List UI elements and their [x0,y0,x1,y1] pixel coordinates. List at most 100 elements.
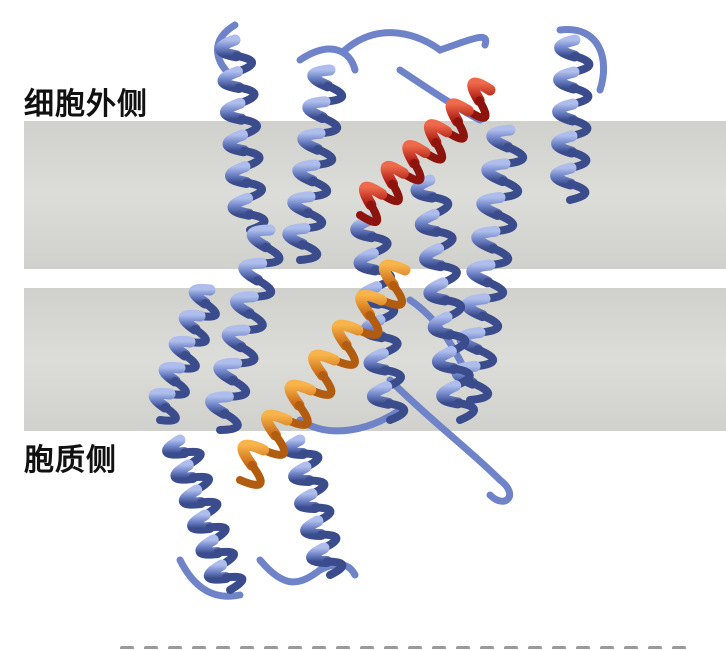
red-helix-turn [359,181,388,211]
helix-9-turn [288,461,315,486]
helix-3-turn [550,162,577,190]
helix-4-turn [461,293,491,322]
helix-6-turn [221,324,251,353]
orange-helix-turn [330,341,359,369]
orange-helix-turn [261,409,293,441]
loop-segment [386,376,514,505]
orange-helix-turn [283,401,312,429]
red-helix-turn [402,140,431,169]
helix-7-turn [188,283,216,309]
red-helix-turn [424,119,453,148]
helix-4-turn [471,225,501,254]
helix-6-turn [216,409,242,434]
orange-helix [236,259,411,489]
red-helix-turn [467,77,496,106]
helix-2-turn [296,240,322,264]
helix-8-turn [203,559,232,584]
helix-3-turn [552,98,579,126]
helix-9-turn [306,542,333,567]
helix-9-turn [323,557,347,579]
helix-2 [282,64,347,264]
helix-3-turn [553,66,580,94]
cytoplasmic-label: 胞质侧 [24,443,117,478]
helix-7 [148,283,220,425]
helix-8-turn [178,484,207,509]
helix-1-turn [214,34,242,62]
helix-9-turn [294,488,321,513]
helix-8 [162,434,247,594]
helix-4-turn [476,192,506,220]
red-helix-turn [445,98,474,127]
helix-7-turn [156,403,180,425]
orange-helix-turn [353,311,383,339]
helix-2-turn [307,64,336,92]
helix-7-turn [178,309,206,335]
helix-8-turn [170,459,198,484]
helix-10-turn [366,381,394,409]
orange-helix-turn [378,259,411,291]
cropped-caption-fragment [120,637,710,649]
helix-5-turn [431,345,460,375]
helix-8-turn [195,534,223,559]
helix-10-turn [353,247,381,276]
orange-helix-turn [237,439,270,471]
helix-2-turn [292,159,321,187]
helix-3-turn [551,130,578,158]
helix-5-turn [427,311,455,340]
helix-5-turn [453,398,479,424]
helix-6-turn [246,224,276,253]
helix-1-turn [224,161,252,188]
helix-5-turn [414,208,442,237]
red-helix-turn [356,200,382,226]
red-helix-turn [380,161,409,190]
helix-10-turn [363,347,391,376]
helix-5-turn [410,174,438,203]
orange-helix-turn [259,431,289,459]
red-helix [356,77,496,226]
extracellular-label: 细胞外侧 [24,87,148,122]
helix-6-turn [205,391,234,419]
orange-helix-turn [236,461,265,489]
loop-segment [296,406,404,435]
helix-6-turn [213,357,243,386]
helix-8-turn [221,572,247,594]
helix-3-turn [566,180,590,204]
protein-helices [148,34,594,594]
helix-2-turn [282,222,311,250]
helix-9-turn [300,515,327,540]
helix-1-turn [227,192,255,220]
helix-9 [282,434,347,579]
helix-2-turn [297,127,326,155]
helix-2-turn [302,96,331,123]
helix-1-turn [222,129,250,157]
loop-segment [341,29,490,54]
helix-7-turn [168,335,196,361]
helix-7-turn [158,361,186,387]
loop-segment [256,556,359,586]
helix-4-turn [486,124,516,153]
helix-3 [550,34,594,204]
helix-3-turn [554,34,581,62]
helix-6 [205,224,284,434]
helix-8-turn [162,434,190,459]
helix-4 [451,124,528,404]
orange-helix-turn [355,289,387,321]
helix-6-turn [230,291,259,319]
orange-helix-turn [306,371,336,399]
helix-2-turn [287,191,316,218]
loop-segment [556,26,608,94]
helix-1-turn [217,66,245,93]
helix-5-turn [436,380,464,409]
orange-helix-turn [284,379,317,411]
helix-6-turn [238,257,268,286]
loop-segment [176,556,244,600]
helix-4-turn [466,259,496,288]
helix-1-turn [219,97,247,125]
helix-5 [410,174,479,424]
helix-5-turn [423,277,451,306]
helix-10-turn [384,399,409,424]
orange-helix-turn [308,349,340,381]
orange-helix-turn [377,281,406,309]
